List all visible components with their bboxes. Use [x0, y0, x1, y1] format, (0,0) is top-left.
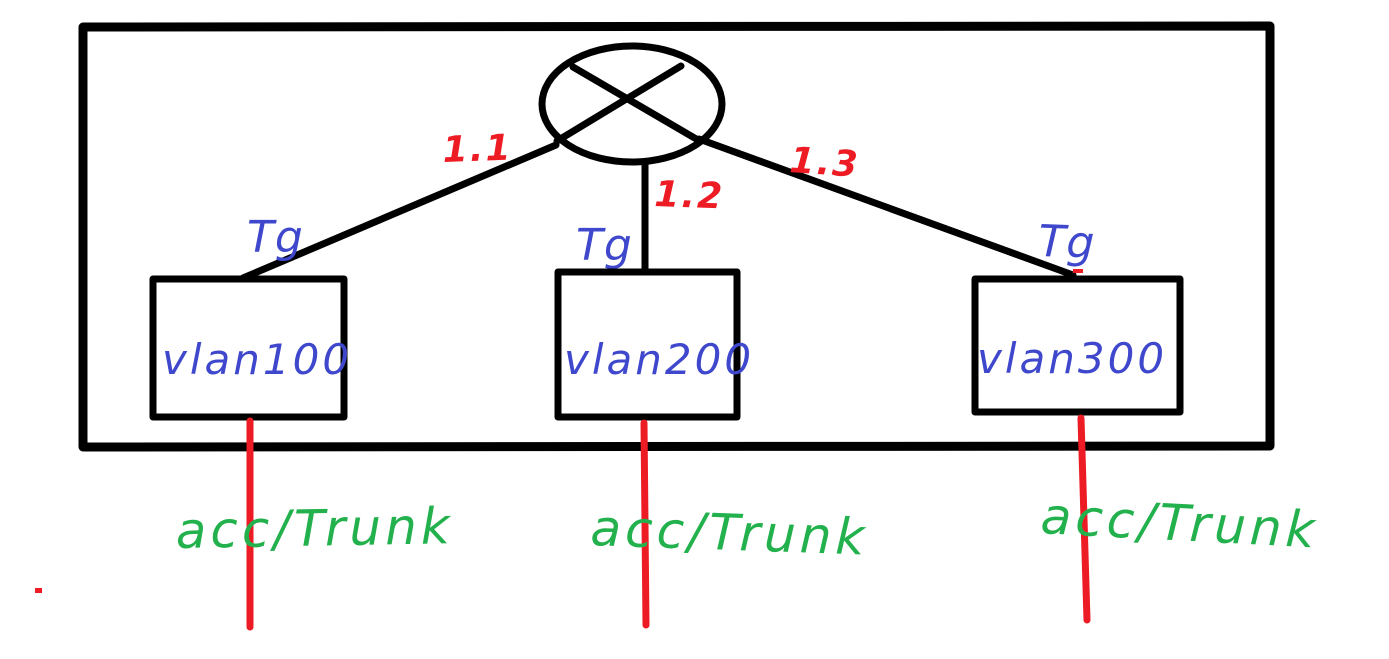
stray-red-dot: [35, 588, 42, 593]
port-label-1: Tg: [247, 212, 304, 263]
vlan-box-3: [971, 275, 1184, 416]
vlan-label-2: vlan200: [564, 335, 754, 384]
interface-label-3: 1.3: [788, 140, 860, 186]
interface-label-2: 1.2: [654, 174, 725, 217]
router-ellipse: [538, 42, 726, 166]
trunk-link-1: [239, 141, 560, 282]
vlan-label-1: vlan100: [162, 335, 352, 384]
access-label-1: acc/Trunk: [175, 497, 454, 560]
vlan-box-2: [554, 268, 741, 421]
router-x-stroke-2: [553, 62, 685, 145]
vlan-label-3: vlan300: [977, 334, 1167, 383]
stray-red-tick: [1073, 269, 1083, 273]
trunk-link-3: [695, 135, 1077, 279]
access-label-2: acc/Trunk: [590, 499, 870, 567]
outer-boundary-box: [78, 21, 1275, 452]
router-x-stroke-1: [569, 63, 702, 144]
access-line-3: [1077, 414, 1091, 624]
interface-label-1: 1.1: [442, 128, 513, 171]
access-line-2: [640, 419, 650, 629]
port-label-2: Tg: [576, 220, 633, 271]
vlan-box-1: [149, 275, 348, 421]
port-label-3: Tg: [1038, 216, 1097, 269]
router-symbol: [538, 42, 726, 166]
